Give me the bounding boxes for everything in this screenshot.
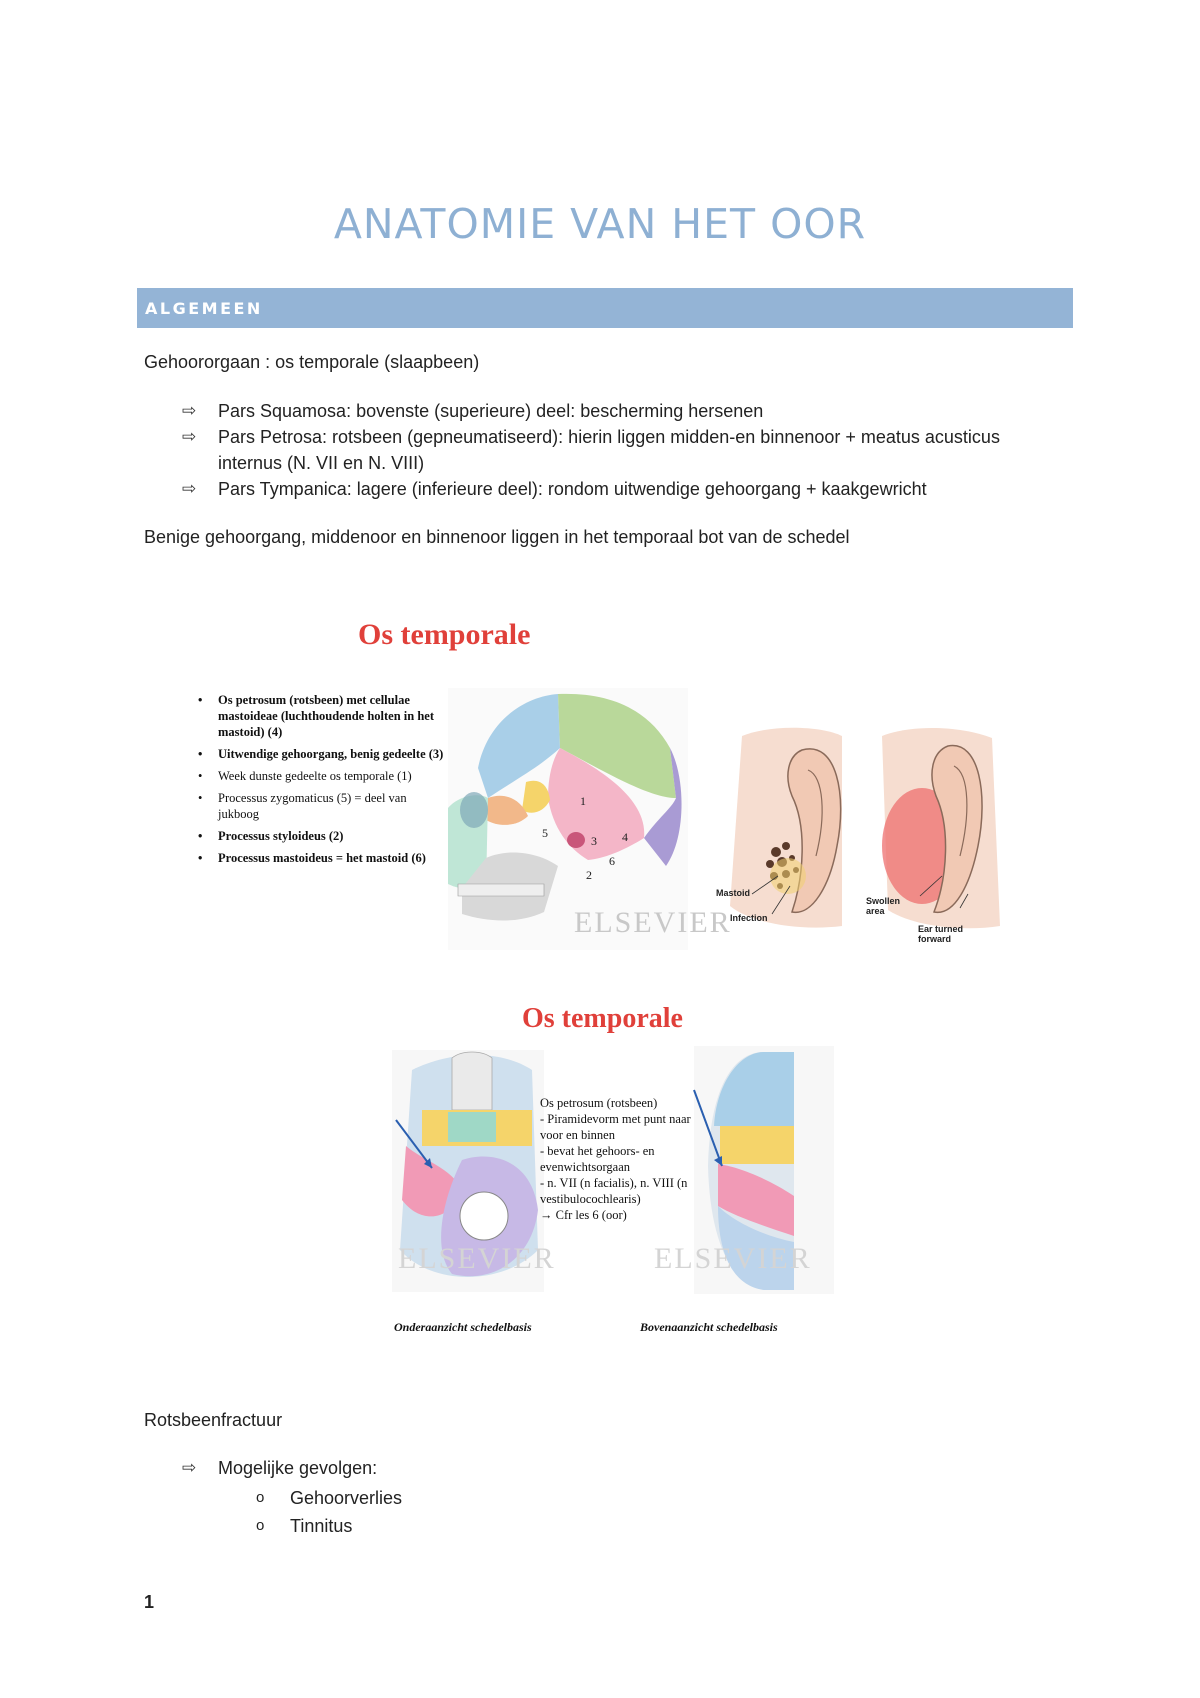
summary-text: Benige gehoorgang, middenoor en binnenoo…: [144, 527, 850, 547]
label-swollen-area: Swollen area: [866, 896, 901, 916]
figure2-title: Os temporale: [522, 1003, 683, 1034]
intro-text: Gehoororgaan : os temporale (slaapbeen): [144, 352, 480, 372]
watermark: ELSEVIER: [654, 1242, 812, 1275]
arrow-icon: ⇨: [182, 401, 197, 420]
petrosum-description: Os petrosum (rotsbeen) - Piramidevorm me…: [540, 1095, 710, 1223]
parts-list: ⇨Pars Squamosa: bovenste (superieure) de…: [182, 398, 1062, 502]
skull-number: 1: [580, 794, 586, 808]
arrow-icon: ⇨: [182, 427, 197, 446]
skull-number: 2: [586, 868, 592, 882]
consequences-list: ⇨Mogelijke gevolgen:: [182, 1455, 1062, 1481]
petrosum-line: - bevat het gehoors- en evenwichtsorgaan: [540, 1144, 655, 1174]
figure1-bullets: Os petrosum (rotsbeen) met cellulae mast…: [196, 692, 446, 872]
watermark: ELSEVIER: [398, 1242, 556, 1275]
petrosum-line: → Cfr les 6 (oor): [540, 1208, 627, 1222]
ear-illustration: [730, 727, 1000, 929]
label-infection: Infection: [730, 913, 768, 923]
list-item: ⇨Pars Squamosa: bovenste (superieure) de…: [182, 398, 1062, 424]
caption-superior-view: Bovenaanzicht schedelbasis: [640, 1320, 778, 1334]
skull-number: 4: [622, 830, 628, 844]
arrow-icon: ⇨: [182, 479, 197, 498]
skull-number: 5: [542, 826, 548, 840]
list-item: ⇨Pars Tympanica: lagere (inferieure deel…: [182, 476, 1062, 502]
watermark: ELSEVIER: [574, 906, 732, 939]
list-item: Processus mastoideus = het mastoid (6): [196, 850, 446, 866]
list-item: ⇨Pars Petrosa: rotsbeen (gepneumatiseerd…: [182, 424, 1062, 476]
list-item: Os petrosum (rotsbeen) met cellulae mast…: [196, 692, 446, 740]
arrow-icon: ⇨: [182, 1458, 197, 1477]
page-number: 1: [144, 1592, 155, 1612]
skull-illustration: [448, 688, 688, 950]
skull-base-superior-illustration: [693, 1046, 834, 1294]
skull-base-inferior-illustration: [392, 1050, 544, 1292]
circle-bullet-icon: o: [256, 1517, 265, 1534]
label-ear-turned-forward: Ear turned forward: [918, 924, 964, 944]
skull-number: 6: [609, 854, 615, 868]
petrosum-line: - Piramidevorm met punt naar voor en bin…: [540, 1112, 691, 1142]
page-title: ANATOMIE VAN HET OOR: [333, 200, 867, 248]
list-item: Week dunste gedeelte os temporale (1): [196, 768, 446, 784]
list-item: Processus zygomaticus (5) = deel van juk…: [196, 790, 446, 822]
petrosum-line: Os petrosum (rotsbeen): [540, 1096, 658, 1110]
caption-inferior-view: Onderaanzicht schedelbasis: [394, 1320, 532, 1334]
section-heading-bar: ALGEMEEN: [137, 288, 1073, 328]
section-heading: ALGEMEEN: [145, 299, 263, 318]
list-item: Uitwendige gehoorgang, benig gedeelte (3…: [196, 746, 446, 762]
fracture-heading: Rotsbeenfractuur: [144, 1410, 283, 1430]
figure1-title: Os temporale: [358, 618, 531, 651]
list-item: Processus styloideus (2): [196, 828, 446, 844]
circle-bullet-icon: o: [256, 1489, 265, 1506]
list-item: ⇨Mogelijke gevolgen:: [182, 1455, 1062, 1481]
skull-number: 3: [591, 834, 597, 848]
label-mastoid: Mastoid: [716, 888, 751, 898]
petrosum-line: - n. VII (n facialis), n. VIII (n vestib…: [540, 1176, 688, 1206]
